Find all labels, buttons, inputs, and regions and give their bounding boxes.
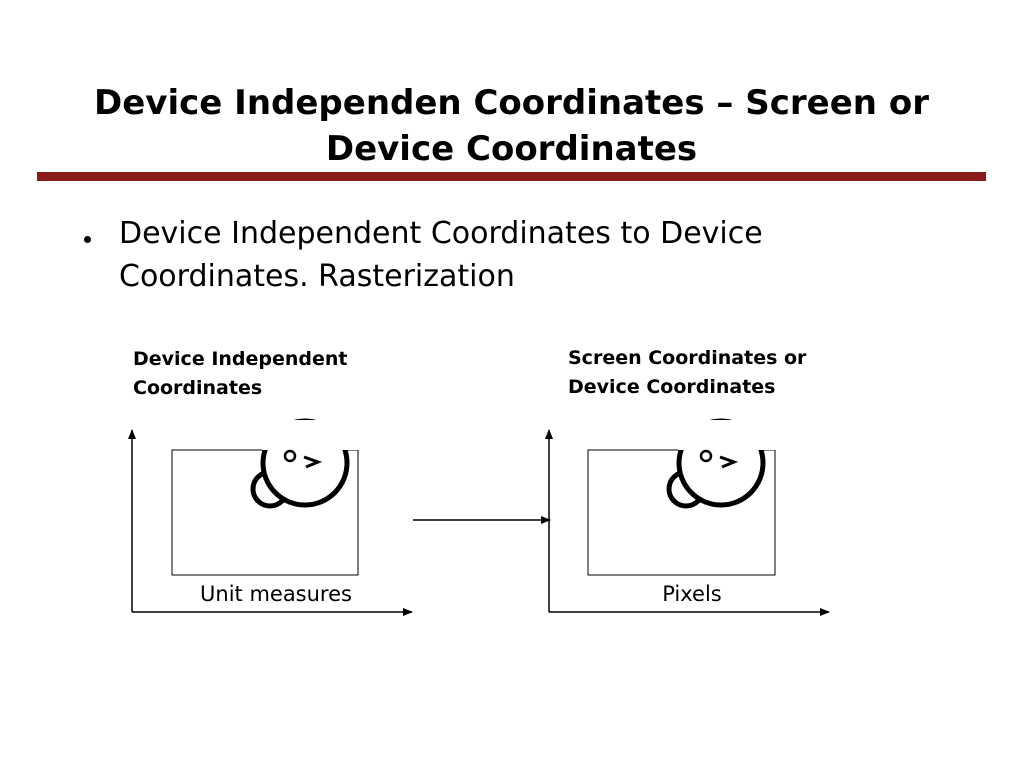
right-panel-heading: Screen Coordinates or Device Coordinates	[568, 347, 807, 398]
left-panel-heading: Device Independent Coordinates	[133, 348, 348, 399]
left-axis-caption: Unit measures	[176, 581, 376, 607]
left-coordinate-system	[128, 418, 413, 616]
slide-title: Device Independen Coordinates – Screen o…	[94, 83, 929, 169]
left-face-icon	[250, 418, 362, 509]
bullet-dot-icon	[84, 236, 91, 243]
right-axis-caption: Pixels	[636, 581, 748, 607]
right-face-icon	[666, 418, 778, 509]
right-coordinate-system	[545, 418, 830, 616]
title-divider	[37, 172, 986, 181]
bullet-text: Device Independent Coordinates to Device…	[119, 216, 763, 294]
